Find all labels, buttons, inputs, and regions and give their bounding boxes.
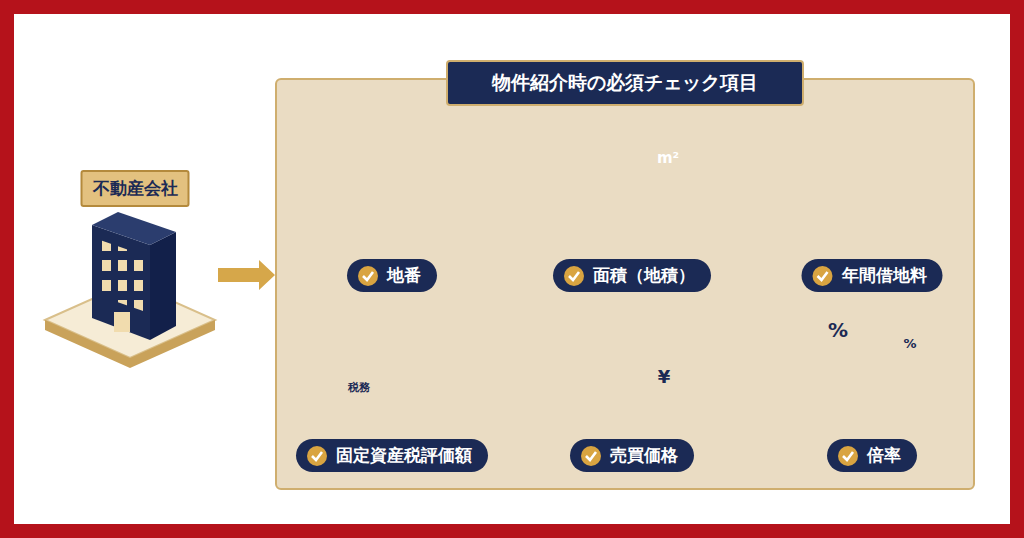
check-mark [563,265,585,287]
check-item: 固定資産税評価額 [287,292,497,472]
company-node: 不動産会社 [60,170,210,345]
text: 不動産会社 [93,178,178,198]
item-label: 年間借地料 [802,259,943,292]
text: 売買価格 [610,444,678,467]
icon-label: m² [657,149,679,167]
company-sign: 不動産会社 [81,170,190,207]
item-label: 面積（地積） [553,259,711,292]
text: 倍率 [867,444,901,467]
text: 地番 [387,264,421,287]
text: 年間借地料 [842,264,927,287]
check-mark [357,265,379,287]
icon-label: 税務 [348,380,370,395]
item-label: 売買価格 [570,439,694,472]
text: 面積（地積） [593,264,695,287]
check-item: 売買価格 [527,292,737,472]
item-label: 固定資産税評価額 [296,439,488,472]
check-panel: 物件紹介時の必須チェック項目地番面積（地積）年間借地料固定資産税評価額売買価格倍… [275,78,975,490]
check-item: 年間借地料 [767,112,977,292]
check-mark [306,445,328,467]
icon-label: ¥ [658,366,671,387]
icon-label: % [828,318,848,342]
check-mark [837,445,859,467]
check-item: 地番 [287,112,497,292]
building-illustration [45,212,215,368]
text: 固定資産税評価額 [336,444,472,467]
text: 物件紹介時の必須チェック項目 [492,71,758,93]
check-item: 倍率 [767,292,977,472]
check-item: 面積（地積） [527,112,737,292]
item-label: 地番 [347,259,437,292]
icon-label: % [903,336,916,351]
check-mark [812,265,834,287]
panel-title: 物件紹介時の必須チェック項目 [446,60,804,106]
flow-arrow [218,260,275,290]
check-mark [580,445,602,467]
item-label: 倍率 [827,439,917,472]
